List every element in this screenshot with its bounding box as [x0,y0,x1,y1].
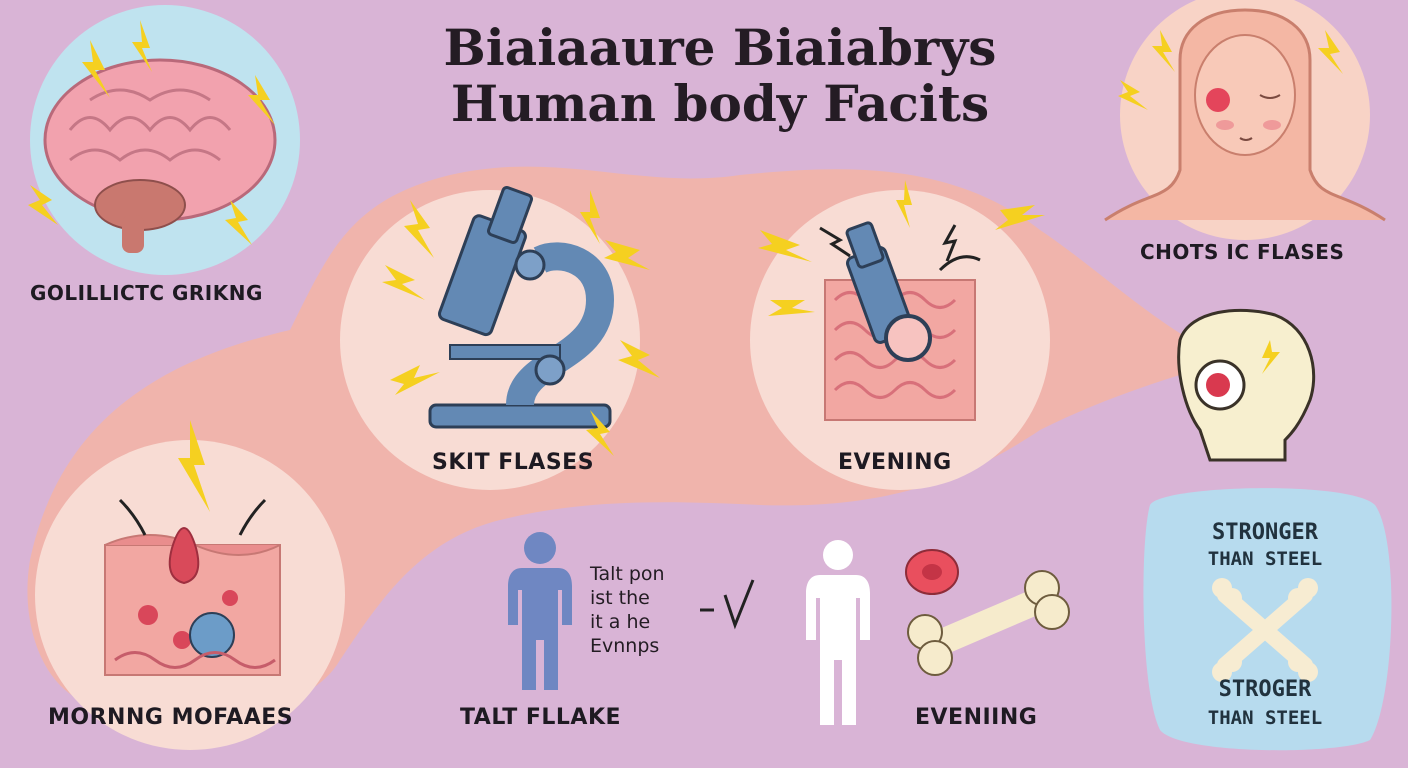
title-line-2: Human body Facits [450,74,990,133]
fact-note: Talt pon ist the it a he Evnnps [590,562,665,658]
white-person-figure [806,540,870,725]
brain-illustration [28,5,300,275]
arrow-tick-icon [700,579,755,630]
note-line-4: Evnnps [590,635,660,657]
fist-illustration [1177,308,1316,462]
strength-bottom-line-2: THAN STEEL [1207,707,1323,729]
strength-top-line-2: THAN STEEL [1207,548,1323,570]
strength-box [1143,488,1392,751]
strength-top-text: STRONGER THAN STEEL [1160,520,1370,572]
blue-person-label: TALT FLLAKE [460,705,622,730]
brain-label: GOLILLICTC GRIKNG [30,281,263,305]
skin-probe-label: EVENING [838,450,952,475]
microscope-illustration [340,186,660,490]
skin-probe-illustration [750,180,1050,490]
skin-tissue-illustration [35,420,345,750]
note-line-2: ist the [590,587,650,609]
page-title: Biaiaaure Biaiabrys Human body Facits [370,20,1070,132]
bone-illustration [905,549,1070,676]
crossed-bones-icon [1212,578,1318,682]
strength-bottom-text: STROGER THAN STEEL [1160,676,1370,732]
bone-label: EVENIING [915,705,1038,730]
face-illustration [1104,0,1386,240]
note-line-3: it a he [590,611,651,633]
strength-top-line-1: STRONGER [1212,520,1318,545]
face-label: CHOTS IC FLASES [1140,240,1345,264]
microscope-label: SKIT FLASES [432,450,595,475]
title-line-1: Biaiaaure Biaiabrys [443,18,997,77]
note-line-1: Talt pon [590,563,665,585]
blue-person-figure [508,532,572,690]
strength-bottom-line-1: STROGER [1218,677,1312,702]
skin-tissue-label: MORNNG MOFAAES [48,705,294,730]
